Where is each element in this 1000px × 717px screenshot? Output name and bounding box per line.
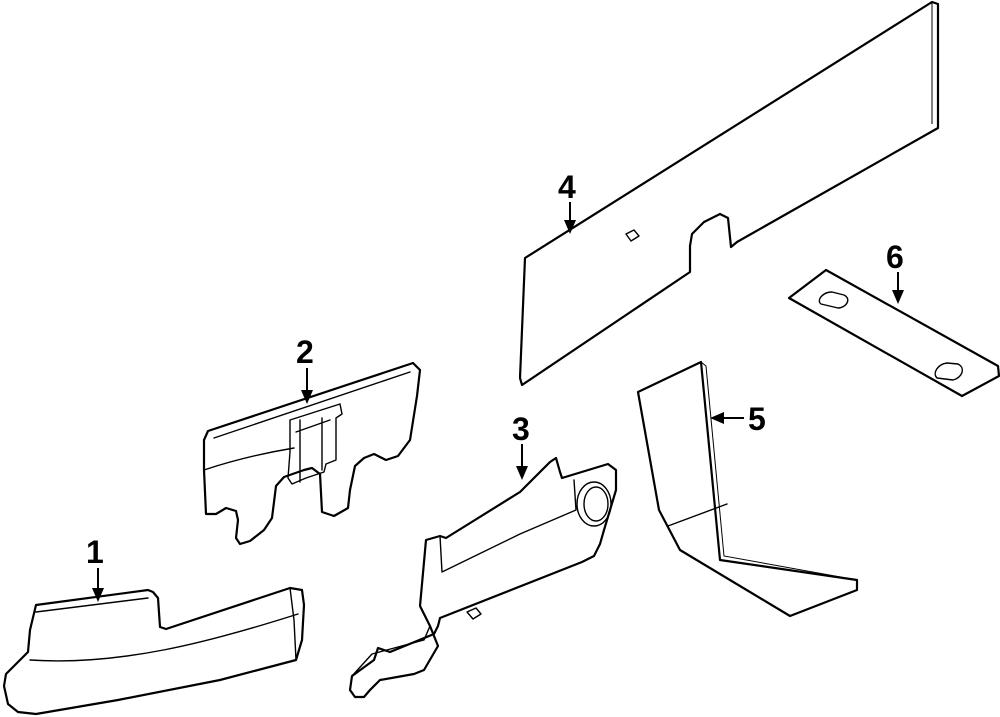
- callout-6: 6: [886, 239, 904, 275]
- part-3-fog-lamp-hole: [576, 481, 612, 527]
- callout-2-leader: [301, 368, 313, 404]
- callout-4: 4: [558, 169, 576, 205]
- part-3-slot: [466, 607, 482, 620]
- part-3-grille[interactable]: [348, 456, 618, 699]
- part-6-bracket[interactable]: [787, 268, 1000, 398]
- callout-3: 3: [512, 411, 530, 447]
- part-2-clip: [287, 403, 343, 485]
- callout-1: 1: [86, 534, 104, 570]
- part-1-bumper[interactable]: [2, 586, 306, 716]
- callout-2: 2: [296, 334, 314, 370]
- part-6-slot-right: [934, 362, 963, 381]
- callout-5-leader: [710, 412, 744, 424]
- part-5-strap[interactable]: [636, 360, 859, 618]
- callout-4-leader: [564, 202, 576, 234]
- callout-1-leader: [92, 568, 104, 602]
- part-6-slot-left: [818, 291, 849, 309]
- part-2-panel[interactable]: [202, 361, 422, 546]
- part-4-panel[interactable]: [518, 0, 940, 387]
- callout-6-leader: [892, 272, 904, 304]
- callout-5: 5: [748, 401, 766, 437]
- part-4-slot: [625, 229, 640, 242]
- callout-3-leader: [516, 444, 528, 480]
